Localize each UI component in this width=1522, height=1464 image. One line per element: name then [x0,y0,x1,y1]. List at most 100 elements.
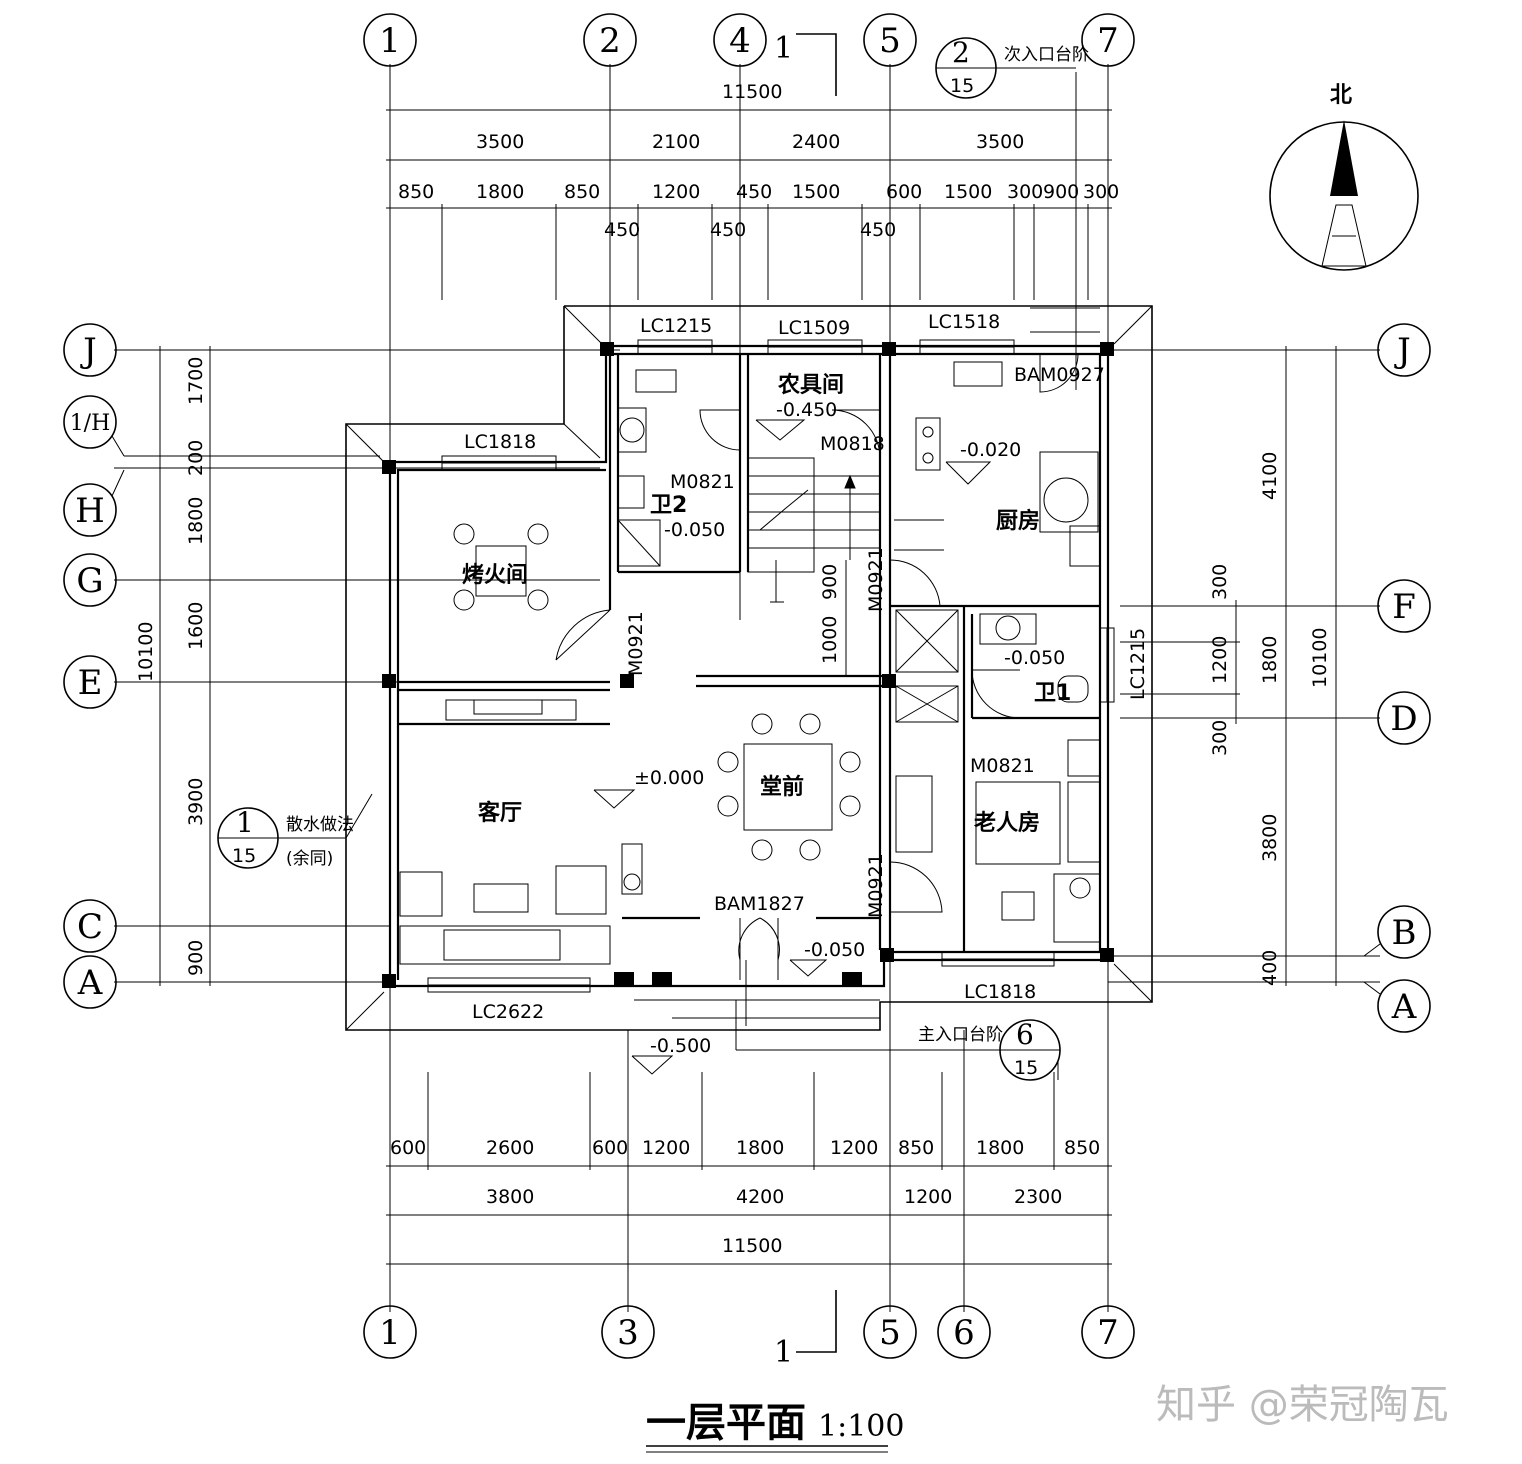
bottom-dimensions: 600 2600 600 1200 1800 1200 850 1800 850… [386,1072,1112,1265]
callout-side-num: 2 [952,36,970,69]
axis-left-1H: 1/H [70,411,111,436]
dim-bot-r1-3: 600 [592,1137,628,1159]
dim-top-450-c: 450 [860,219,896,241]
window-label-5: LC2622 [472,1001,544,1023]
title-text: 一层平面 [646,1399,806,1446]
callout-apron-label2: (余同) [286,849,333,869]
dim-bot-r2-4: 2300 [1014,1186,1062,1208]
watermark: 知乎 @荣冠陶瓦 [1156,1382,1449,1428]
dim-top-r3-7: 600 [886,181,922,203]
dim-bot-r2-2: 4200 [736,1186,784,1208]
axis-bubbles: 1 2 4 5 7 1 3 5 6 7 J 1/H H G E C A J F … [63,13,1431,1359]
section-marks: 1 1 [774,31,837,1370]
dim-top-r3-2: 1800 [476,181,524,203]
dim-right-overall: 10100 [1309,628,1331,688]
door-label-3: M0821 [670,471,735,493]
dim-left-1: 1700 [185,357,207,405]
dim-right-5: 300 [1209,564,1231,600]
door-label-1: BAM0927 [1014,364,1105,386]
room-labels: 厨房 农具间 烤火间 客厅 堂前 老人房 卫1 卫2 [462,372,1071,836]
axis-left-E: E [78,663,103,703]
room-elder: 老人房 [973,810,1040,836]
level-kitchen: -0.020 [960,439,1021,461]
callout-main-num: 6 [1016,1018,1034,1051]
dim-bot-r2-1: 3800 [486,1186,534,1208]
dim-bot-r1-7: 850 [898,1137,934,1159]
axis-bot-6: 6 [953,1313,975,1353]
axis-top-7: 7 [1097,21,1119,61]
dim-top-overall: 11500 [722,81,782,103]
detail-callouts: 2 15 次入口台阶 6 15 主入口台阶 1 15 散水做法 (余同) [217,36,1089,1081]
axis-right-A: A [1391,987,1417,1027]
room-fire: 烤火间 [462,562,528,588]
axis-bot-7: 7 [1097,1313,1119,1353]
dim-top-r3-8: 1500 [944,181,992,203]
axis-top-4: 4 [729,21,751,61]
dim-right-3: 3800 [1259,814,1281,862]
axis-right-F: F [1392,587,1416,627]
axis-top-2: 2 [599,21,621,61]
dim-bot-r1-5: 1800 [736,1137,784,1159]
axis-bot-1: 1 [379,1313,401,1353]
doors: BAM0927 M0818 M0821 M0921 M0921 M0821 M0… [555,307,1105,1026]
dim-bot-r1-6: 1200 [830,1137,878,1159]
room-tool: 农具间 [777,372,844,398]
windows: LC1215 LC1509 LC1518 LC1818 LC2622 LC181… [427,311,1149,1023]
callout-main-label: 主入口台阶 [918,1025,1003,1045]
dim-left-2: 200 [185,440,207,476]
entry-steps [634,999,1000,1051]
axis-left-J: J [80,331,97,371]
dim-left-5: 3900 [185,778,207,826]
dim-left-overall: 10100 [135,622,157,682]
fixtures [399,361,1101,965]
window-label-2: LC1509 [778,317,850,339]
level-outside: -0.500 [650,1035,711,1057]
callout-apron-label1: 散水做法 [286,815,354,835]
dim-bot-r1-9: 850 [1064,1137,1100,1159]
window-label-1: LC1215 [640,315,712,337]
dim-right-2: 1800 [1259,636,1281,684]
door-label-6: M0821 [970,755,1035,777]
callout-side-sheet: 15 [950,75,974,97]
callout-side-label: 次入口台阶 [1004,45,1089,65]
drawing-title: 一层平面 1:100 [646,1399,904,1453]
dim-top-r3-6: 1500 [792,181,840,203]
window-label-4: LC1818 [464,431,536,453]
axis-lines [114,64,1380,1312]
dim-top-r3-3: 850 [564,181,600,203]
dim-top-450-b: 450 [710,219,746,241]
dim-top-r3-11: 300 [1083,181,1119,203]
room-wc1: 卫1 [1034,681,1071,706]
dim-stair-900: 900 [819,564,841,600]
dim-top-450-a: 450 [604,219,640,241]
dim-bot-r1-2: 2600 [486,1137,534,1159]
dim-stair-1000: 1000 [819,616,841,664]
axis-left-A: A [77,963,103,1003]
dim-top-r2-1: 3500 [476,131,524,153]
room-kitchen: 厨房 [996,508,1040,534]
north-arrow: 北 [1269,83,1419,271]
axis-right-B: B [1392,913,1417,953]
dim-top-r3-5: 450 [736,181,772,203]
title-scale: 1:100 [818,1409,904,1444]
dim-right-6: 1200 [1209,636,1231,684]
door-label-2: M0818 [820,433,885,455]
dim-right-7: 300 [1209,720,1231,756]
dim-right-4: 400 [1259,950,1281,986]
dim-top-r2-3: 2400 [792,131,840,153]
axis-right-D: D [1390,699,1417,739]
north-label: 北 [1330,83,1352,108]
dim-bot-r1-1: 600 [390,1137,426,1159]
level-entry: -0.050 [804,939,865,961]
callout-apron-sheet: 15 [232,845,256,867]
axis-top-1: 1 [379,21,401,61]
room-living: 客厅 [478,800,522,826]
room-hall: 堂前 [760,774,804,800]
window-label-6: LC1818 [964,981,1036,1003]
dim-top-r3-4: 1200 [652,181,700,203]
dim-left-4: 1600 [185,602,207,650]
dim-top-r3-10: 900 [1043,181,1079,203]
window-label-3: LC1518 [928,311,1000,333]
axis-bot-5: 5 [879,1313,901,1353]
